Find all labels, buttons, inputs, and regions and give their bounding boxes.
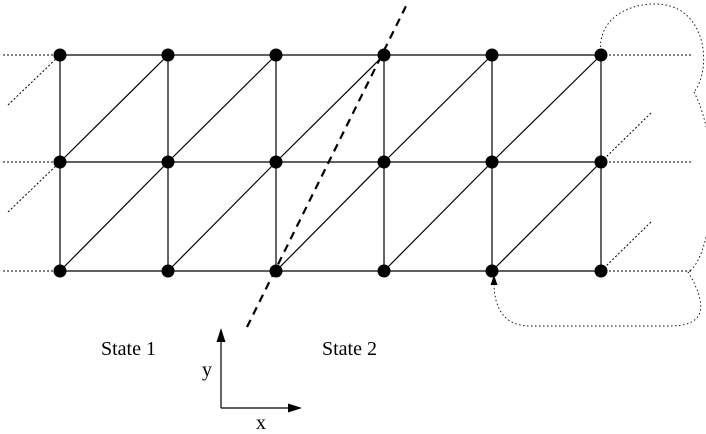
lattice-site bbox=[269, 155, 283, 169]
lattice-site bbox=[269, 48, 283, 62]
lattice-site bbox=[377, 155, 391, 169]
diagonal-bond bbox=[275, 54, 385, 163]
diagonal-bond bbox=[491, 54, 602, 163]
dotted-diag-mid-left bbox=[7, 161, 61, 213]
lattice-site bbox=[161, 155, 175, 169]
diagonal-bond bbox=[491, 161, 602, 272]
dotted-diag-mid-right bbox=[600, 111, 653, 163]
diagonal-bond bbox=[167, 54, 277, 163]
diagonal-bond bbox=[383, 161, 493, 272]
left-boundary-dotted-lines bbox=[3, 54, 61, 272]
diagonal-bond bbox=[383, 54, 493, 163]
x-axis-label: x bbox=[256, 412, 266, 434]
lattice-site bbox=[485, 48, 499, 62]
periodic-boundary-loop bbox=[490, 3, 706, 327]
lattice-site bbox=[594, 48, 608, 62]
loop-arrowhead bbox=[490, 275, 498, 285]
diagonal-bond bbox=[59, 54, 169, 163]
lattice-site bbox=[377, 264, 391, 278]
y-axis-label: y bbox=[202, 359, 212, 381]
right-boundary-dotted-lines bbox=[600, 54, 692, 272]
lattice-bonds bbox=[59, 54, 602, 272]
lattice-site bbox=[485, 155, 499, 169]
dotted-diag-top-left bbox=[7, 54, 61, 106]
dotted-diag-bottom-right bbox=[600, 220, 653, 272]
diagonal-bond bbox=[167, 161, 277, 272]
state-1-label: State 1 bbox=[101, 338, 156, 360]
lattice-site bbox=[53, 155, 67, 169]
y-axis-arrowhead-icon bbox=[216, 328, 226, 342]
diagonal-bond bbox=[59, 161, 169, 272]
state-2-label: State 2 bbox=[322, 338, 377, 360]
coordinate-axes bbox=[216, 328, 302, 413]
lattice-site bbox=[377, 48, 391, 62]
lattice-site bbox=[485, 264, 499, 278]
x-axis-arrowhead-icon bbox=[288, 403, 302, 413]
lattice-site bbox=[53, 48, 67, 62]
lattice-site bbox=[53, 264, 67, 278]
lattice-site bbox=[161, 48, 175, 62]
lattice-site bbox=[594, 155, 608, 169]
lattice-site bbox=[161, 264, 175, 278]
lattice-sites bbox=[53, 48, 608, 278]
lattice-site bbox=[594, 264, 608, 278]
diagonal-bond bbox=[275, 161, 385, 272]
lattice-site bbox=[269, 264, 283, 278]
